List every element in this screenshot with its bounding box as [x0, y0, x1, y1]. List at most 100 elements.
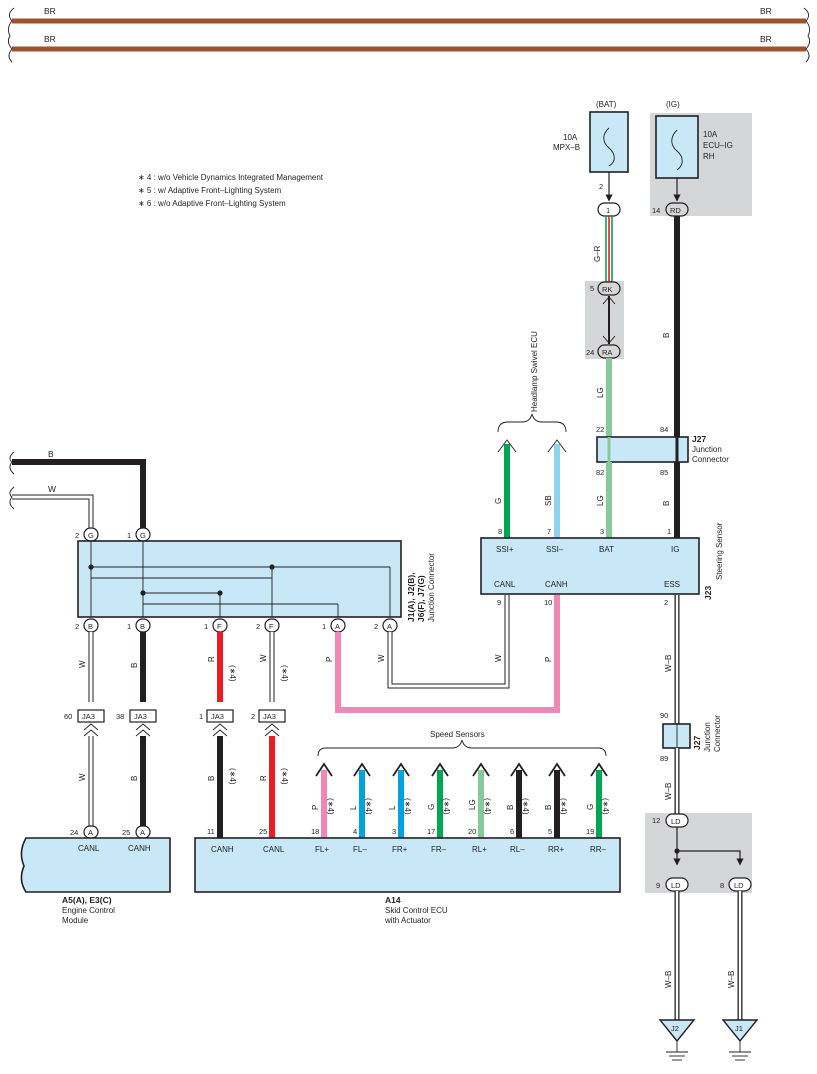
- skid-pin-2: 18: [311, 827, 319, 836]
- ja3-name-1: JA3: [134, 712, 147, 721]
- skid-pin-1: 25: [259, 827, 267, 836]
- speed-arrow-9: [590, 762, 608, 777]
- speed-wire-label-5: G: [427, 804, 436, 810]
- ess-label: W–B: [664, 655, 673, 672]
- skid-name1: Skid Control ECU: [385, 906, 448, 915]
- speed-wire-label-3: L: [349, 805, 358, 810]
- skid-name2: with Actuator: [384, 916, 431, 925]
- ss-id: J23: [703, 586, 713, 600]
- bat-pin: 2: [599, 182, 603, 191]
- b-label-2: B: [662, 501, 671, 506]
- fuse-bat: (BAT) 10A MPX–B 2 1: [553, 100, 629, 217]
- speed-wire-note-5: (∗4): [442, 798, 451, 815]
- ig-amp: 10A: [703, 130, 718, 139]
- j27-top-name1: Junction: [692, 445, 722, 454]
- skid-control-ecu: 11CANH25CANL18FL+4FL–3FR+17FR–20RL+6RL–5…: [194, 827, 621, 925]
- bat-conn-pin: 1: [606, 206, 610, 215]
- skid-pin-4: 3: [392, 827, 396, 836]
- j1-bconn-4: A: [335, 622, 340, 631]
- ss-pin-7: 7: [547, 527, 551, 536]
- speed-wire-note-2: (∗4): [326, 798, 335, 815]
- j27-top-id: J27: [692, 434, 706, 444]
- left-incoming-wires: B W: [9, 449, 146, 530]
- ld-wb-right: W–B: [727, 971, 736, 988]
- speed-wire-label-7: B: [506, 805, 515, 810]
- skid-label-7: RL–: [510, 845, 525, 854]
- speed-arrow-3: [353, 762, 371, 777]
- skid-label-1: CANL: [263, 845, 285, 854]
- j1-bconn-5: A: [387, 622, 392, 631]
- j27-pin-82: 82: [596, 468, 604, 477]
- ja3-pin-0: 60: [64, 712, 72, 721]
- speed-wire-label-2: P: [311, 805, 320, 810]
- br-label-2: BR: [760, 6, 772, 16]
- ig-b-label: B: [662, 333, 671, 338]
- wire-g-r: G–R: [593, 216, 613, 282]
- rk-name: RK: [602, 285, 612, 294]
- ss-pin-3: 3: [600, 527, 604, 536]
- ss-pin-10: 10: [544, 598, 552, 607]
- ground-j1: J1: [721, 1019, 759, 1061]
- headlamp-swivel: Headlamp Swivel ECU G SB: [494, 331, 567, 538]
- ig-source: (IG): [666, 100, 680, 109]
- skid-id: A14: [385, 895, 401, 905]
- skid-pin-6: 20: [468, 827, 476, 836]
- steering-sensor: 8 7 3 1 SSI+ SSI– BAT IG CANL CANH ESS 9…: [480, 522, 724, 607]
- ss-pin-9: 9: [497, 598, 501, 607]
- skid-label-4: FR+: [392, 845, 408, 854]
- j1-w-label-0: W: [78, 660, 87, 668]
- lg-label-2: LG: [596, 495, 605, 506]
- ecm-pin-24: 24: [70, 828, 78, 837]
- j1-bconn-0: B: [88, 622, 93, 631]
- j1-id: J1(A), J2(B),: [406, 572, 416, 622]
- ecm-id: A5(A), E3(C): [62, 895, 112, 905]
- j1-w-note-2: (∗4): [228, 665, 237, 682]
- rk-pin: 5: [590, 284, 594, 293]
- speed-wire-label-4: L: [388, 805, 397, 810]
- ig-name1: ECU–IG: [703, 141, 733, 150]
- ss-label-canl: CANL: [494, 580, 516, 589]
- ecm-conn-24: A: [88, 828, 93, 837]
- gr-label: G–R: [593, 245, 602, 262]
- ja3-w-label-1: B: [130, 776, 139, 781]
- ld-top-pin: 12: [652, 816, 660, 825]
- ecm-name1: Engine Control: [62, 906, 115, 915]
- speed-wire-note-4: (∗4): [403, 798, 412, 815]
- br-label-1: BR: [44, 6, 56, 16]
- j1-bpin-0: 2: [75, 622, 79, 631]
- ld-right-pin: 8: [720, 881, 724, 890]
- ecm-name2: Module: [62, 916, 89, 925]
- j1-down-wires: W B R (∗4) W (∗4) P P W W: [78, 595, 560, 713]
- j1-name: Junction Connector: [427, 553, 436, 622]
- bat-amp: 10A: [563, 133, 578, 142]
- j1-bpin-4: 1: [322, 622, 326, 631]
- speed-wire-note-6: (∗4): [483, 798, 492, 815]
- ss-label-ig: IG: [671, 545, 679, 554]
- bat-source: (BAT): [596, 100, 617, 109]
- ground-j1-label: J1: [735, 1024, 743, 1033]
- ja3-name-0: JA3: [82, 712, 95, 721]
- note-5: ∗ 5 : w/ Adaptive Front–Lighting System: [138, 186, 282, 195]
- ss-name: Steering Sensor: [715, 522, 724, 580]
- j27-pin-85: 85: [660, 468, 668, 477]
- speed-wire-note-8: (∗4): [559, 798, 568, 815]
- skid-pin-8: 5: [548, 827, 552, 836]
- ecm-conn-25: A: [140, 828, 145, 837]
- ecm-label-canh: CANH: [128, 844, 151, 853]
- skid-label-2: FL+: [315, 845, 329, 854]
- speed-wire-label-8: B: [544, 805, 553, 810]
- ja3-name-2: JA3: [211, 712, 224, 721]
- j27b-id: J27: [692, 736, 702, 750]
- speed-arrow-7: [510, 762, 528, 777]
- j1-bconn-1: B: [140, 622, 145, 631]
- ground-j2-label: J2: [671, 1024, 679, 1033]
- j27b-name2: Connector: [713, 715, 722, 752]
- ja3-pin-2: 1: [199, 712, 203, 721]
- headlamp-label: Headlamp Swivel ECU: [530, 331, 539, 412]
- speed-wire-note-9: (∗4): [601, 798, 610, 815]
- ja3-w-note-2: (∗4): [228, 768, 237, 785]
- ja3-w-label-0: W: [78, 773, 87, 781]
- ground-j2: J2: [658, 1019, 696, 1061]
- ld-left-conn: LD: [671, 881, 681, 890]
- j1-top-pin-1: 2: [75, 531, 79, 540]
